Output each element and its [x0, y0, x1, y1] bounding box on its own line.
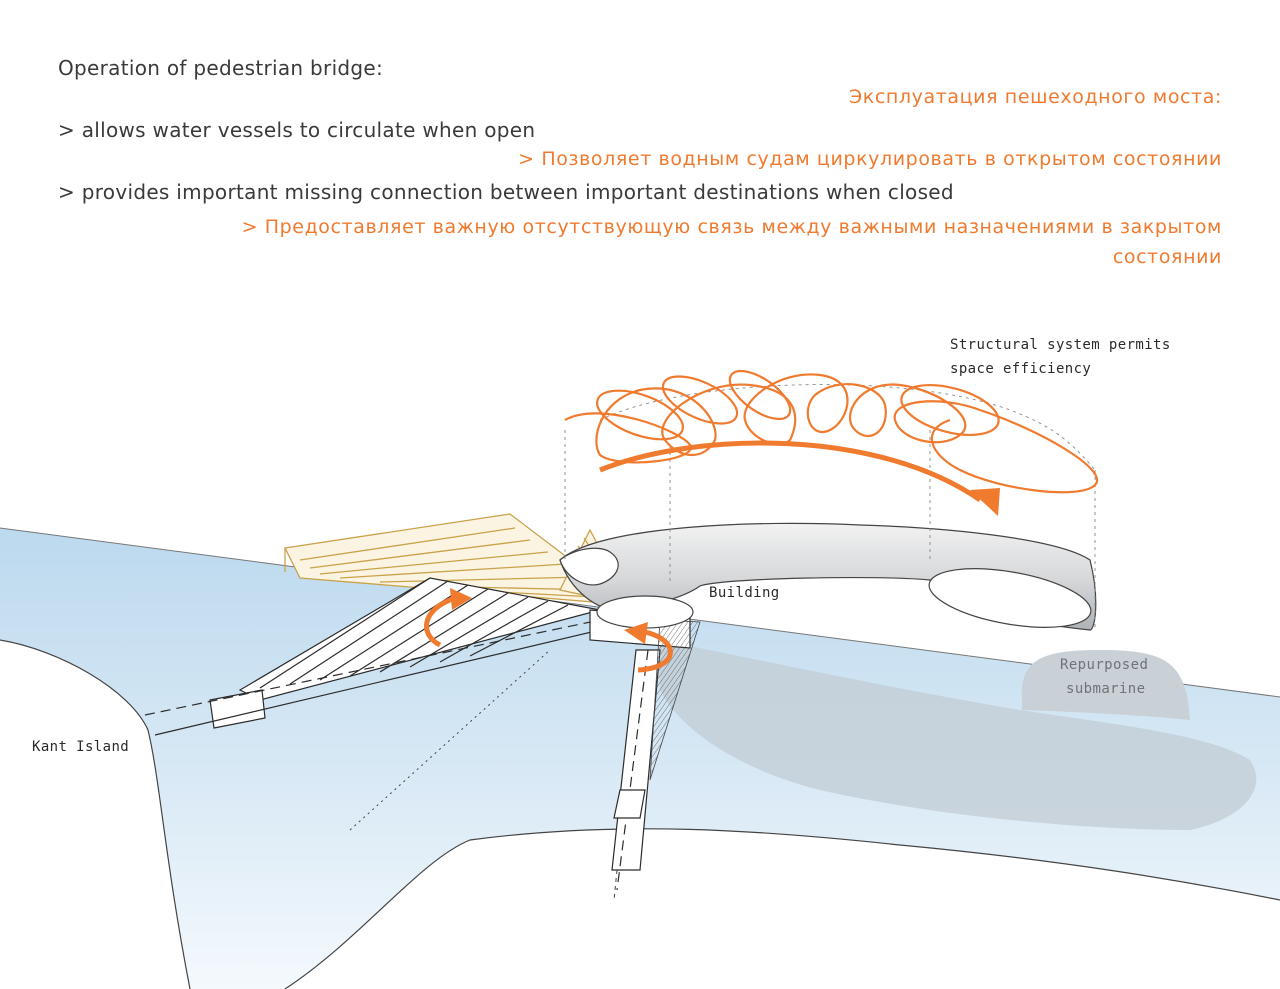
item-1-ru: > Позволяет водным судам циркулировать в… — [518, 148, 1222, 170]
title-ru: Эксплуатация пешеходного моста: — [848, 86, 1222, 108]
submarine-shadow — [660, 640, 1257, 830]
island-landmass — [0, 640, 190, 989]
pivot-axis — [613, 869, 618, 901]
title-en: Operation of pedestrian bridge: — [58, 56, 384, 80]
lower-shoreline — [284, 828, 1280, 989]
rotation-arrow-icon — [424, 588, 472, 648]
label-submarine-line1: Repurposed — [1060, 657, 1149, 673]
label-island: Kant Island — [32, 739, 130, 755]
motion-swirl-icon — [564, 369, 1099, 494]
item-2-ru-line2: состоянии — [1112, 246, 1222, 268]
label-submarine-line2: submarine — [1066, 681, 1146, 697]
item-1-en: > allows water vessels to circulate when… — [58, 118, 536, 142]
projection-lines — [564, 384, 1096, 630]
label-structural-line2: space efficiency — [950, 361, 1092, 377]
curved-arrow-icon — [599, 440, 1000, 516]
item-2-ru-line1: > Предоставляет важную отсутствующую свя… — [241, 216, 1222, 238]
item-2-en: > provides important missing connection … — [58, 180, 954, 204]
lower-shore — [285, 828, 1280, 989]
label-structural-line1: Structural system permits — [950, 337, 1171, 353]
building — [559, 522, 1097, 631]
bridge-closed-position — [144, 577, 601, 736]
label-building: Building — [709, 585, 780, 601]
submarine-tower — [1021, 650, 1190, 720]
rotation-arrow-icon — [624, 622, 673, 673]
island-shoreline — [0, 639, 191, 989]
